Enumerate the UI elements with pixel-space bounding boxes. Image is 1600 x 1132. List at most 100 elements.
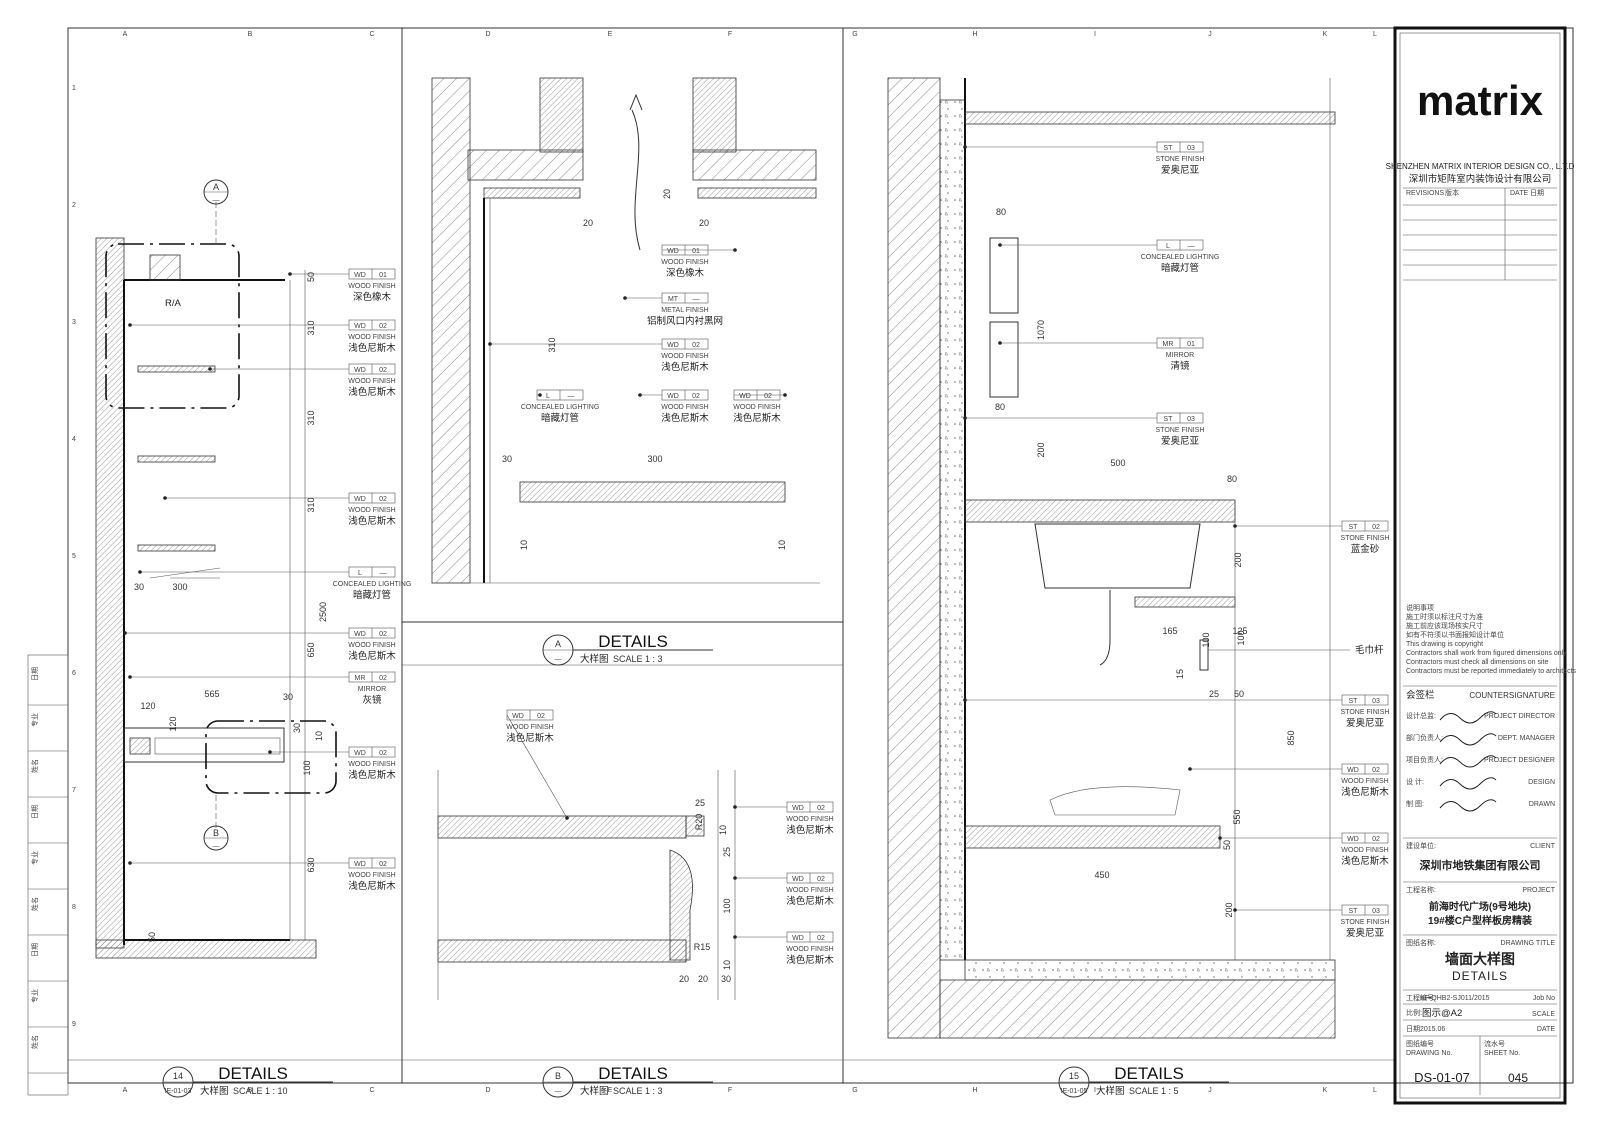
dimension-label: 300: [172, 582, 187, 592]
tag-code: WD: [354, 631, 366, 638]
dimension-label: 200: [1224, 902, 1234, 917]
dimension-label: 500: [1110, 458, 1125, 468]
detail-title-cn: 大样图: [580, 1085, 609, 1097]
dimension-label: 15: [1175, 669, 1185, 679]
grid-letter: G: [852, 31, 857, 38]
tag-code: WD: [1347, 767, 1359, 774]
grid-number: 2: [72, 202, 76, 209]
detail-title-text: DETAILS: [598, 1064, 668, 1083]
role-cn: 设 计:: [1406, 777, 1424, 786]
tag-material: 浅色尼斯木: [348, 342, 396, 354]
note-en: Contractors must be reported immediately…: [1406, 668, 1577, 675]
strip-label: 专业: [30, 851, 39, 865]
grid-letter: E: [608, 1087, 613, 1094]
drawing-title-en: DETAILS: [1452, 969, 1508, 983]
svg-text:日期: 日期: [1530, 189, 1544, 197]
tag-material: 浅色尼斯木: [786, 824, 834, 836]
dimension-label: 30: [292, 723, 302, 733]
dimension-label: 850: [1286, 730, 1296, 745]
callout-b-label: B: [213, 828, 219, 838]
tag-code: L: [358, 570, 362, 577]
tag-number: 03: [1372, 908, 1380, 915]
grid-letter: L: [1373, 1087, 1377, 1094]
detail-title-cn: 大样图: [1096, 1085, 1125, 1097]
detail-scale: SCALE 1 : 3: [613, 654, 663, 664]
dimension-label: 25: [1209, 689, 1219, 699]
tag-finish: CONCEALED LIGHTING: [521, 404, 600, 411]
client-name: 深圳市地铁集团有限公司: [1420, 858, 1541, 872]
tag-code: L: [1166, 243, 1170, 250]
svg-text:CLIENT: CLIENT: [1530, 843, 1556, 850]
dimension-label: 300: [647, 454, 662, 464]
tag-finish: WOOD FINISH: [1341, 778, 1388, 785]
svg-text:KF-QHB2-SJ011/2015: KF-QHB2-SJ011/2015: [1420, 995, 1490, 1002]
svg-text:—: —: [213, 197, 220, 204]
dimension-label: 310: [306, 320, 316, 335]
grid-letter: D: [485, 1087, 490, 1094]
tag-code: WD: [739, 393, 751, 400]
tag-number: 02: [764, 393, 772, 400]
tag-material: 浅色尼斯木: [348, 769, 396, 781]
tag-finish: STONE FINISH: [1341, 535, 1390, 542]
tag-finish: WOOD FINISH: [786, 946, 833, 953]
notes: 说明事项施工时须以标注尺寸为准施工前应该现场核实尺寸如有不符须以书面报知设计单位…: [1406, 603, 1577, 675]
dimension-label: 165: [1162, 626, 1177, 636]
tag-finish: CONCEALED LIGHTING: [1141, 254, 1220, 261]
svg-text:Job No: Job No: [1533, 995, 1555, 1002]
detail-reference: —: [555, 1088, 562, 1095]
grid-letter: H: [972, 31, 977, 38]
grid-letter: B: [248, 31, 253, 38]
tag-finish: WOOD FINISH: [348, 872, 395, 879]
role-en: DRAWN: [1529, 801, 1555, 808]
tag-finish: WOOD FINISH: [348, 283, 395, 290]
detail-title-text: DETAILS: [218, 1064, 288, 1083]
grid-letter: A: [123, 1087, 128, 1094]
signature-strip: [27, 654, 69, 1096]
tag-number: 01: [692, 248, 700, 255]
dimension-label: 2500: [318, 602, 328, 622]
company-name-en: SHENZHEN MATRIX INTERIOR DESIGN CO., L.T…: [1386, 162, 1575, 171]
callout-a: A — R/A: [165, 179, 229, 309]
company-name-cn: 深圳市矩阵室内装饰设计有限公司: [1409, 173, 1552, 185]
tag-material: 浅色尼斯木: [1341, 855, 1389, 867]
sheet-border: [67, 27, 1574, 1084]
svg-text:DRAWING No.: DRAWING No.: [1406, 1050, 1452, 1057]
tag-number: 01: [1187, 341, 1195, 348]
grid-letter: H: [972, 1087, 977, 1094]
grid-number: 6: [72, 670, 76, 677]
dimension-label: 1070: [1036, 320, 1046, 340]
dimension-label: 20: [583, 218, 593, 228]
strip-label: 日期: [31, 943, 39, 957]
svg-text:DATE: DATE: [1537, 1026, 1555, 1033]
svg-text:DRAWING TITLE: DRAWING TITLE: [1501, 940, 1556, 947]
dimension-label: 550: [1232, 809, 1242, 824]
callout-b: B —: [203, 825, 229, 851]
dimension-label: 50: [1222, 840, 1232, 850]
dimension-label: 310: [547, 337, 557, 352]
role-en: PROJECT DIRECTOR: [1484, 713, 1555, 720]
tag-material: 浅色尼斯木: [733, 412, 781, 424]
tag-code: WD: [354, 861, 366, 868]
tag-material: 爱奥尼亚: [1346, 717, 1385, 729]
svg-text:比例:: 比例:: [1406, 1008, 1422, 1017]
grid-letter: F: [728, 1087, 732, 1094]
detail-number: 15: [1069, 1071, 1079, 1081]
grid-letter: K: [1323, 31, 1328, 38]
tag-material: 浅色尼斯木: [348, 880, 396, 892]
tag-finish: WOOD FINISH: [506, 724, 553, 731]
dimension-label: 100: [1201, 632, 1211, 647]
tag-finish: WOOD FINISH: [348, 507, 395, 514]
tag-finish: METAL FINISH: [661, 307, 708, 314]
